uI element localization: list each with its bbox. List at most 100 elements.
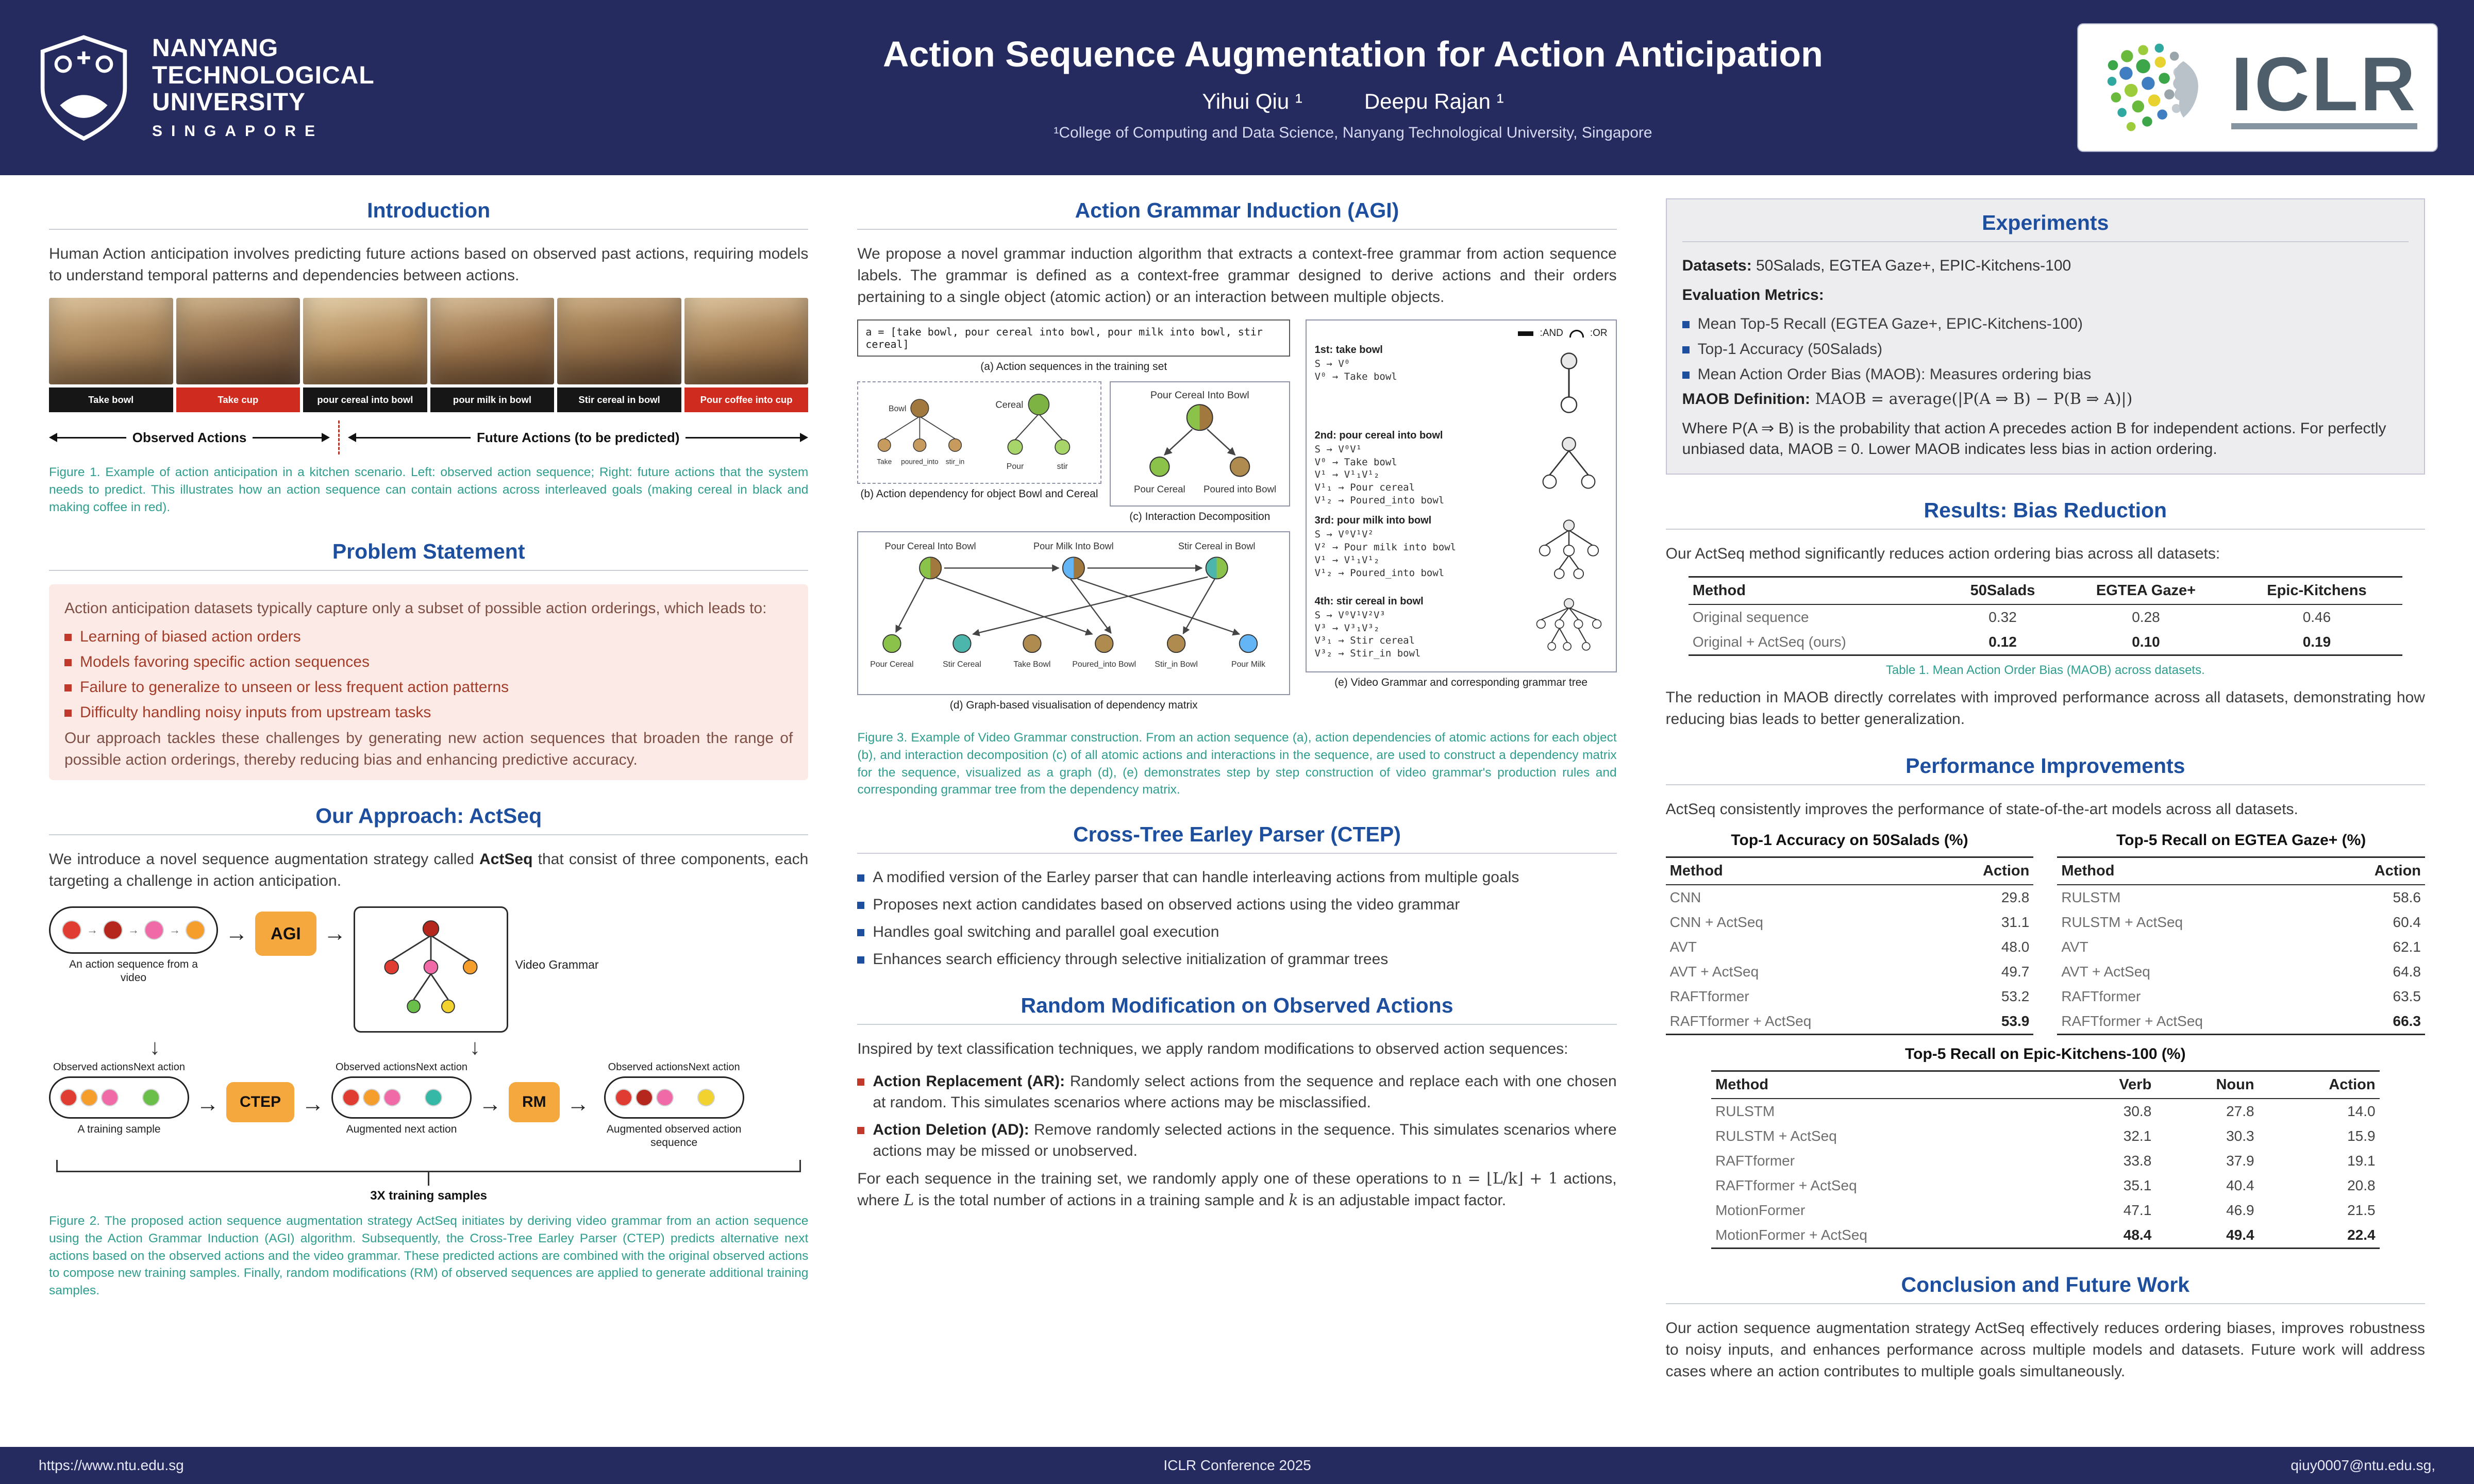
section-conclusion: Conclusion and Future Work Our action se… — [1665, 1273, 2425, 1382]
bullet-item: Enhances search efficiency through selec… — [857, 949, 1616, 970]
math-var: k — [1289, 1191, 1298, 1209]
datasets-line: Datasets: 50Salads, EGTEA Gaze+, EPIC-Ki… — [1682, 256, 2409, 277]
action-labels: Take bowl Take cup pour cereal into bowl… — [49, 387, 809, 412]
x3-label: 3X training samples — [370, 1189, 488, 1203]
split-divider — [338, 420, 340, 454]
agi-box: AGI — [255, 911, 316, 956]
panel-caption: (a) Action sequences in the training set — [980, 361, 1167, 373]
text-span: is the total number of actions in a trai… — [914, 1191, 1289, 1209]
arrow-right-icon: → — [323, 920, 346, 946]
logo-line: UNIVERSITY — [152, 89, 306, 116]
arrow-right-icon: → — [566, 1091, 590, 1117]
bullet-text: Proposes next action candidates based on… — [873, 896, 1460, 914]
bullet-text: Handles goal switching and parallel goal… — [873, 923, 1219, 940]
bullet-text: A modified version of the Earley parser … — [873, 869, 1519, 886]
bracket-stem — [428, 1172, 430, 1186]
grammar-rule-block: 4th: stir cereal in bowl S → V⁰V¹V²V³ V³… — [1315, 596, 1608, 660]
cell: 49.7 — [2001, 963, 2030, 980]
figure2-caption: Figure 2. The proposed action sequence a… — [49, 1214, 809, 1298]
bullet-marker — [64, 709, 72, 717]
arrow-right-icon: → — [479, 1091, 502, 1117]
cell: RULSTM + ActSeq — [2061, 914, 2183, 930]
next-action-label: Next action — [415, 1061, 468, 1073]
section-heading: Our Approach: ActSeq — [315, 803, 542, 828]
results-outro: The reduction in MAOB directly correlate… — [1665, 688, 2425, 728]
action-dot — [102, 1089, 118, 1105]
cell: CNN + ActSeq — [1669, 914, 1763, 930]
bullet-marker — [857, 956, 865, 964]
performance-intro: ActSeq consistently improves the perform… — [1665, 800, 2298, 818]
rule-line: V¹₂ → Poured_into bowl — [1314, 494, 1445, 506]
website-link[interactable]: https://www.ntu.edu.sg — [39, 1457, 184, 1473]
section-divider — [1682, 241, 2409, 242]
column-header: Action — [2326, 857, 2425, 885]
rule-text: 3rd: pour milk into bowl S → V⁰V¹V² V² →… — [1315, 515, 1525, 579]
cell: 19.1 — [2347, 1152, 2376, 1169]
arrow-right-icon: → — [196, 1091, 219, 1117]
rule-title: 4th: stir cereal in bowl — [1314, 596, 1424, 608]
cell: 58.6 — [2393, 889, 2421, 905]
arrow-left-icon — [348, 433, 357, 442]
metrics-label-line: Evaluation Metrics: — [1682, 285, 2409, 306]
column-header: Verb — [2065, 1071, 2156, 1099]
section-divider — [857, 229, 1617, 230]
action-label: pour cereal into bowl — [303, 387, 427, 412]
author-name: Deepu Rajan ¹ — [1364, 89, 1504, 113]
node-label: Take Bowl — [1014, 660, 1051, 669]
video-frame — [49, 298, 173, 384]
metrics-bullet-list: Mean Top-5 Recall (EGTEA Gaze+, EPIC-Kit… — [1682, 314, 2409, 385]
section-experiments: Experiments Datasets: 50Salads, EGTEA Ga… — [1665, 198, 2425, 475]
table-header-row: Method Action — [1665, 857, 2034, 885]
rule-line: V³₂ → Stir_in bowl — [1314, 648, 1421, 660]
section-heading: Cross-Tree Earley Parser (CTEP) — [1073, 822, 1401, 847]
pill-labels: Observed actions Next action — [331, 1061, 472, 1073]
figure3-caption: Figure 3. Example of Video Grammar const… — [857, 731, 1617, 797]
authors: Yihui Qiu ¹ Deepu Rajan ¹ — [649, 89, 2057, 114]
action-dot — [81, 1089, 97, 1105]
node-label: Stir Cereal in Bowl — [1178, 541, 1256, 551]
column-header: Method — [1711, 1071, 2066, 1099]
video-grammar-tree — [384, 920, 478, 1013]
bullet-rest: Randomly select actions from the sequenc… — [873, 1073, 1617, 1111]
cell: 20.8 — [2347, 1177, 2376, 1193]
maob-definition-line: MAOB Definition: MAOB = average(|P(A ⇒ B… — [1682, 389, 2409, 410]
column-header: Method — [2057, 857, 2327, 885]
node-label: poured_into — [901, 458, 939, 466]
cell: 33.8 — [2123, 1152, 2152, 1169]
ntu-wordmark: NANYANG TECHNOLOGICAL UNIVERSITY SINGAPO… — [152, 35, 375, 140]
or-node-icon — [1569, 329, 1584, 338]
rule-title: 3rd: pour milk into bowl — [1314, 515, 1432, 527]
arrow-right-icon: → — [169, 923, 180, 936]
fig2-row1: → → → An action sequence from a video → … — [49, 906, 808, 1033]
observed-span: Observed Actions — [49, 430, 330, 446]
rule-line: S → V⁰V¹V² — [1314, 529, 1374, 541]
cell: 0.46 — [2302, 609, 2331, 625]
bowl-dependency-tree: Bowl Take poured_into stir_in — [877, 399, 965, 466]
text-span: that consist of three components, each t… — [49, 850, 809, 889]
cell: AVT + ActSeq — [2061, 963, 2150, 980]
bullet-marker — [857, 902, 865, 909]
action-dot — [364, 1089, 380, 1105]
interaction-panel: Pour Cereal Into Bowl Pour Cereal Poured… — [1109, 381, 1291, 507]
rule-line: V³₁ → Stir cereal — [1314, 635, 1415, 647]
section-approach: Our Approach: ActSeq We introduce a nove… — [49, 803, 809, 1300]
video-frame — [303, 298, 427, 384]
arrow-down-icon: ↓ — [470, 1034, 480, 1059]
node-label: Poured into Bowl — [1203, 484, 1276, 495]
bullet-item: Top-1 Accuracy (50Salads) — [1682, 339, 2409, 360]
arrow-right-icon — [322, 433, 330, 442]
bullet-marker — [64, 659, 72, 667]
iclr-logo: ICLR — [2077, 23, 2438, 152]
section-heading: Introduction — [367, 198, 491, 222]
table-row: Original sequence 0.32 0.28 0.46 — [1689, 604, 2402, 630]
arrow-line — [356, 436, 471, 439]
cell: 48.4 — [2123, 1226, 2152, 1243]
email-link[interactable]: qiuy0007@ntu.edu.sg, — [2291, 1457, 2435, 1473]
rule-title: 2nd: pour cereal into bowl — [1314, 430, 1443, 441]
bullet-rest: Remove randomly selected actions in the … — [873, 1121, 1617, 1159]
bullet-item: Mean Top-5 Recall (EGTEA Gaze+, EPIC-Kit… — [1682, 314, 2409, 335]
action-dot — [636, 1089, 652, 1105]
